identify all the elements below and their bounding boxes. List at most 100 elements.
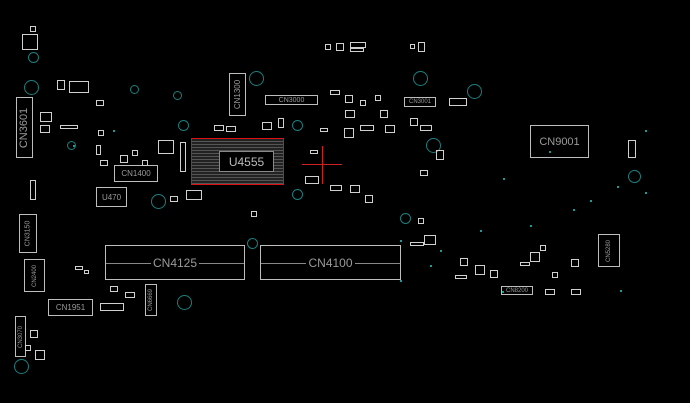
component-pad[interactable]: [540, 245, 546, 251]
component-pad[interactable]: [75, 266, 83, 270]
component-pad[interactable]: [142, 160, 148, 166]
component-pad[interactable]: [98, 130, 104, 136]
component-pad[interactable]: [360, 125, 374, 131]
component-pad[interactable]: [30, 330, 38, 338]
component-pad[interactable]: [35, 350, 45, 360]
component-pad[interactable]: [186, 190, 202, 200]
component-pad[interactable]: [345, 95, 353, 103]
component-cn1300[interactable]: CN1300: [229, 73, 246, 116]
component-pad[interactable]: [132, 150, 138, 156]
component-cn5280[interactable]: CN5280: [598, 234, 620, 267]
component-pad[interactable]: [251, 211, 257, 217]
component-pad[interactable]: [375, 95, 381, 101]
component-pad[interactable]: [214, 125, 224, 131]
component-pad[interactable]: [100, 303, 124, 311]
component-cn1951[interactable]: CN1951: [48, 299, 93, 316]
via: [503, 178, 505, 180]
component-pad[interactable]: [30, 180, 36, 200]
component-cn3070[interactable]: CN3070: [15, 316, 26, 357]
component-pad[interactable]: [226, 126, 236, 132]
component-pad[interactable]: [330, 185, 342, 191]
component-cn6669[interactable]: CN6669: [145, 284, 157, 316]
component-pad[interactable]: [350, 48, 364, 52]
component-pad[interactable]: [436, 150, 444, 160]
component-pad[interactable]: [25, 345, 31, 351]
component-pad[interactable]: [475, 265, 485, 275]
component-pad[interactable]: [30, 26, 36, 32]
component-pad[interactable]: [628, 140, 636, 158]
component-pad[interactable]: [325, 44, 331, 50]
mounting-hole: [66, 140, 76, 150]
component-pad[interactable]: [350, 42, 366, 48]
component-pad[interactable]: [40, 125, 50, 133]
component-pad[interactable]: [69, 81, 89, 93]
mounting-hole: [176, 294, 192, 310]
component-pad[interactable]: [420, 170, 428, 176]
component-cn4100[interactable]: CN4100: [260, 245, 401, 280]
component-pad[interactable]: [262, 122, 272, 130]
component-pad[interactable]: [424, 235, 436, 245]
component-pad[interactable]: [125, 292, 135, 298]
component-pad[interactable]: [455, 275, 467, 279]
component-pad[interactable]: [336, 43, 344, 51]
component-pad[interactable]: [360, 100, 366, 106]
component-pad[interactable]: [345, 110, 355, 118]
component-pad[interactable]: [490, 270, 498, 278]
component-pad[interactable]: [380, 110, 388, 118]
component-pad[interactable]: [57, 80, 65, 90]
component-pad[interactable]: [545, 289, 555, 295]
component-cn3001[interactable]: CN3001: [404, 97, 436, 107]
component-cn2400[interactable]: CN2400: [24, 259, 45, 292]
component-pad[interactable]: [418, 42, 425, 52]
component-pad[interactable]: [385, 125, 395, 133]
component-u470[interactable]: U470: [96, 187, 127, 207]
component-pad[interactable]: [40, 112, 52, 122]
component-pad[interactable]: [365, 195, 373, 203]
component-pad[interactable]: [310, 150, 318, 154]
component-pad[interactable]: [278, 118, 284, 128]
component-pad[interactable]: [320, 128, 328, 132]
component-cn3000[interactable]: CN3000: [265, 95, 318, 105]
via: [645, 192, 647, 194]
component-pad[interactable]: [158, 140, 174, 154]
component-pad[interactable]: [22, 34, 38, 50]
component-pad[interactable]: [96, 145, 101, 155]
component-pad[interactable]: [520, 262, 530, 266]
component-pad[interactable]: [180, 142, 186, 172]
component-pad[interactable]: [420, 125, 432, 131]
component-pad[interactable]: [344, 128, 354, 138]
mounting-hole: [150, 193, 166, 209]
component-pad[interactable]: [449, 98, 467, 106]
component-pad[interactable]: [350, 185, 360, 193]
component-u4555[interactable]: U4555: [191, 138, 284, 185]
component-pad[interactable]: [96, 100, 104, 106]
component-cn3601[interactable]: CN3601: [16, 97, 33, 158]
component-cn4125[interactable]: CN4125: [105, 245, 245, 280]
component-pad[interactable]: [100, 160, 108, 166]
component-pad[interactable]: [460, 258, 468, 266]
component-cn1400[interactable]: CN1400: [114, 165, 158, 182]
component-pad[interactable]: [410, 44, 415, 49]
component-pad[interactable]: [60, 125, 78, 129]
component-pad[interactable]: [84, 270, 89, 274]
component-cn8200[interactable]: CN8200: [501, 286, 533, 295]
component-pad[interactable]: [120, 155, 128, 163]
component-pad[interactable]: [552, 272, 558, 278]
mounting-hole: [27, 51, 39, 63]
component-pad[interactable]: [571, 289, 581, 295]
component-pad[interactable]: [110, 286, 118, 292]
component-cn9001[interactable]: CN9001: [530, 125, 589, 158]
component-pad[interactable]: [170, 196, 178, 202]
component-pad[interactable]: [571, 259, 579, 267]
component-pad[interactable]: [305, 176, 319, 184]
via: [502, 291, 504, 293]
component-pad[interactable]: [410, 118, 418, 126]
component-pad[interactable]: [418, 218, 424, 224]
component-pad[interactable]: [530, 252, 540, 262]
component-label: U470: [101, 192, 122, 202]
component-pad[interactable]: [330, 90, 340, 95]
component-cn3150[interactable]: CN3150: [19, 214, 37, 253]
via: [590, 200, 592, 202]
component-pad[interactable]: [410, 242, 424, 246]
